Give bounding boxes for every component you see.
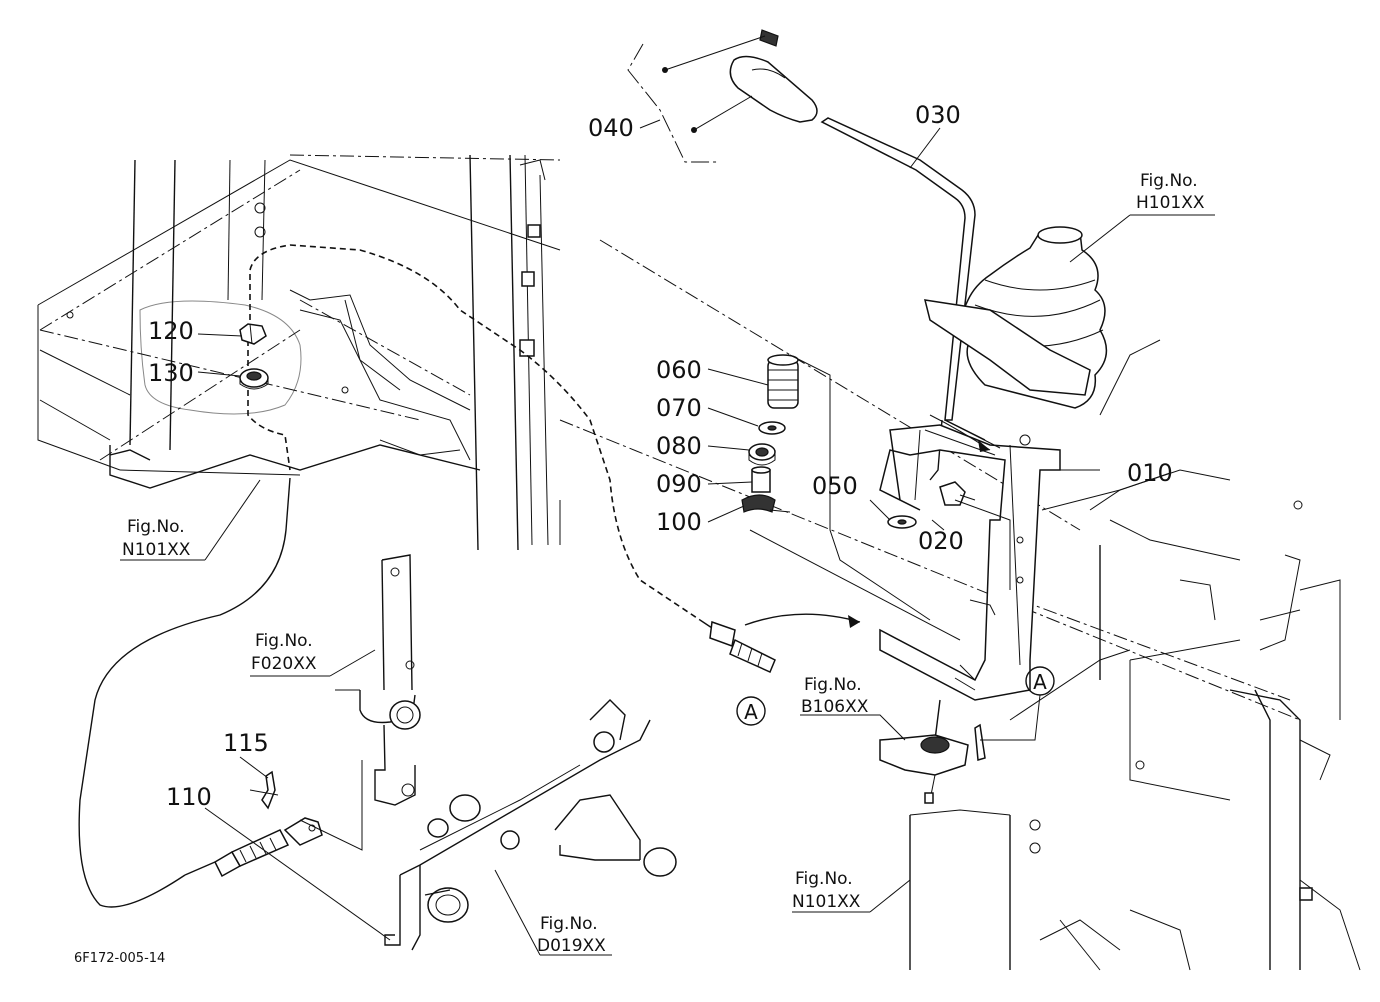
fig-ref-code: D019XX	[537, 936, 606, 956]
callout-110: 110	[166, 783, 212, 811]
pedal-arm-assembly	[299, 554, 421, 851]
knob-group-bracket	[627, 35, 766, 163]
collar-080[interactable]	[748, 443, 776, 466]
fig-ref-label: Fig.No.	[795, 869, 853, 889]
figure-references: Fig.No. H101XX Fig.No. N101XX Fig.No. F0…	[122, 171, 1205, 956]
callout-030: 030	[915, 101, 961, 129]
spring-100[interactable]	[741, 494, 791, 513]
cable-route	[247, 244, 701, 621]
fig-ref-f020[interactable]: Fig.No. F020XX	[251, 631, 317, 674]
fig-ref-d019[interactable]: Fig.No. D019XX	[537, 914, 606, 956]
callout-010: 010	[1127, 459, 1173, 487]
drawing-code: 6F172-005-14	[74, 951, 165, 966]
lever-030[interactable]	[820, 117, 976, 481]
washer-050[interactable]	[887, 515, 917, 529]
inset-outline	[139, 300, 302, 415]
spring-bracket-outline	[749, 354, 961, 641]
clip-120[interactable]	[239, 323, 267, 345]
callout-090: 090	[656, 470, 702, 498]
callout-130: 130	[148, 359, 194, 387]
callout-100: 100	[656, 508, 702, 536]
fig-ref-label: Fig.No.	[255, 631, 313, 651]
connection-marker-a-right: A	[1025, 666, 1055, 696]
callout-060: 060	[656, 356, 702, 384]
boot-cover	[923, 226, 1108, 409]
fig-ref-code: H101XX	[1136, 193, 1205, 213]
connection-marker-a-left: A	[736, 696, 766, 726]
fig-ref-label: Fig.No.	[540, 914, 598, 934]
lower-linkage	[384, 699, 677, 951]
fig-ref-n101-left[interactable]: Fig.No. N101XX	[122, 517, 191, 560]
fig-ref-code: N101XX	[792, 892, 861, 912]
fig-ref-code: N101XX	[122, 540, 191, 560]
fig-ref-h101[interactable]: Fig.No. H101XX	[1136, 171, 1205, 213]
switch-assembly	[879, 699, 986, 804]
fig-ref-code: B106XX	[801, 697, 869, 717]
callout-020: 020	[918, 527, 964, 555]
clip-115[interactable]	[249, 770, 279, 810]
throttle-cable-110[interactable]	[78, 477, 776, 908]
callout-080: 080	[656, 432, 702, 460]
bushing-090[interactable]	[751, 466, 771, 493]
marker-letter: A	[1033, 670, 1047, 694]
fig-ref-label: Fig.No.	[127, 517, 185, 537]
callout-120: 120	[148, 317, 194, 345]
bracket-010[interactable]	[879, 419, 1061, 701]
washer-070[interactable]	[758, 421, 786, 435]
frame-structure	[37, 154, 1361, 971]
callout-050: 050	[812, 472, 858, 500]
callout-115: 115	[223, 729, 269, 757]
fig-ref-label: Fig.No.	[804, 675, 862, 695]
spring-060[interactable]	[767, 354, 799, 409]
grommet-130[interactable]	[239, 368, 269, 390]
callout-labels: 010 020 030 040 050 060 070 080 090 100 …	[148, 101, 1173, 811]
marker-letter: A	[744, 700, 758, 724]
fig-ref-label: Fig.No.	[1140, 171, 1198, 191]
fig-ref-b106[interactable]: Fig.No. B106XX	[801, 675, 869, 717]
bolt-020[interactable]	[939, 481, 1011, 590]
knob-040[interactable]	[729, 29, 818, 123]
fig-ref-n101-right[interactable]: Fig.No. N101XX	[792, 869, 861, 912]
callout-070: 070	[656, 394, 702, 422]
callout-040: 040	[588, 114, 634, 142]
fig-ref-code: F020XX	[251, 654, 317, 674]
direction-arrows	[744, 414, 991, 628]
leader-lines	[120, 119, 1215, 956]
